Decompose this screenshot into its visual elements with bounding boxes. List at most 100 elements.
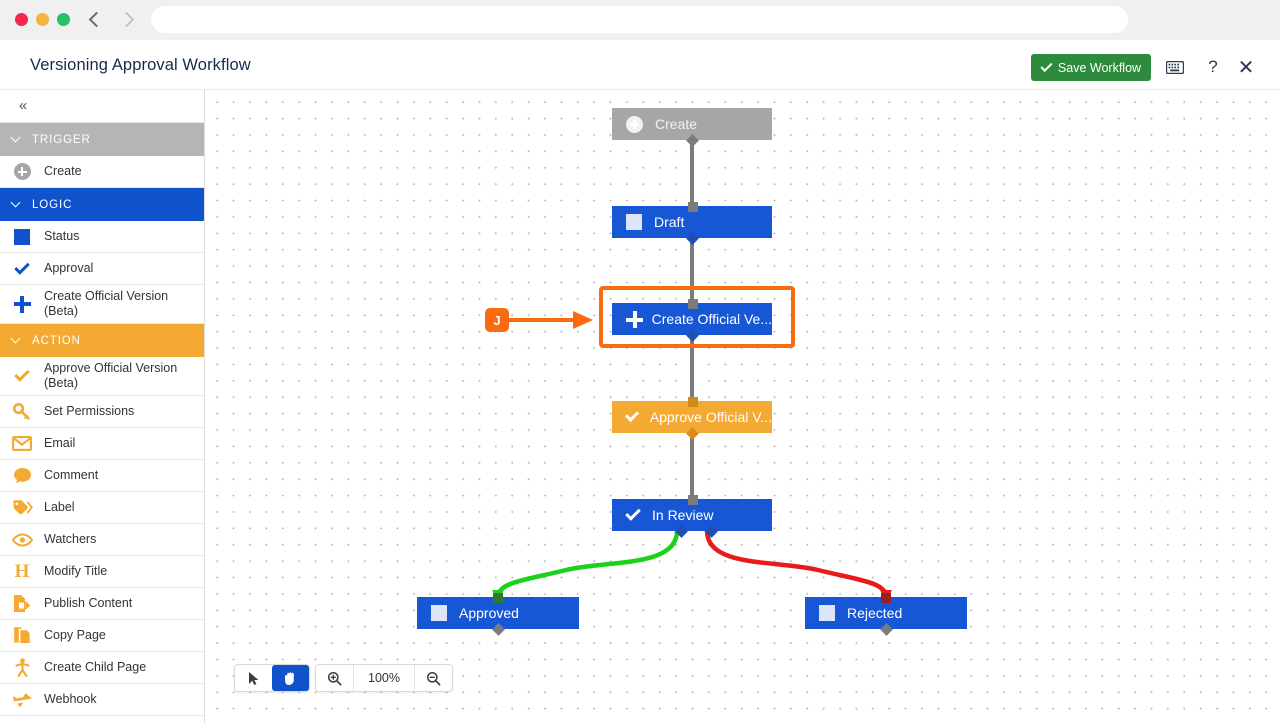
- check-icon: [0, 366, 44, 382]
- back-icon[interactable]: [84, 9, 106, 31]
- node-approve-official-version[interactable]: Approve Official V...: [612, 396, 772, 440]
- window-minimize-button[interactable]: [36, 13, 49, 26]
- close-icon[interactable]: ✕: [1237, 56, 1255, 79]
- chevron-down-icon: [10, 132, 21, 143]
- node-label: Create: [655, 116, 698, 132]
- check-icon: [1040, 59, 1053, 73]
- workflow-canvas[interactable]: Create Draft Create Official Ve... Appro…: [206, 90, 1280, 723]
- zoom-level-label[interactable]: 100%: [353, 665, 415, 691]
- browser-chrome: [0, 0, 1280, 40]
- sidebar-item-copy-page[interactable]: Copy Page: [0, 620, 204, 652]
- sidebar-item-label: Email: [44, 436, 76, 450]
- node-create-official-version[interactable]: Create Official Ve...: [612, 298, 772, 342]
- sidebar-section-label: ACTION: [32, 334, 81, 347]
- node-label: In Review: [652, 507, 714, 523]
- sidebar-item-label: Label: [44, 500, 75, 514]
- circle-plus-icon: [0, 163, 44, 180]
- forward-icon[interactable]: [116, 9, 138, 31]
- sidebar-item-modify-title[interactable]: H Modify Title: [0, 556, 204, 588]
- copy-page-icon: [0, 626, 44, 645]
- child-page-icon: [0, 658, 44, 677]
- sidebar-item-label: Set Permissions: [44, 404, 135, 418]
- window-maximize-button[interactable]: [57, 13, 70, 26]
- heading-h-icon: H: [14, 561, 30, 582]
- check-icon: [0, 258, 44, 275]
- window-close-button[interactable]: [15, 13, 28, 26]
- check-icon: [624, 407, 639, 423]
- hotkey-badge-j: J: [485, 308, 509, 332]
- chevron-down-icon: [10, 333, 21, 344]
- zoom-in-icon[interactable]: [316, 665, 353, 691]
- sidebar-section-label: LOGIC: [32, 198, 73, 211]
- node-in-review[interactable]: In Review: [612, 494, 772, 538]
- sidebar-section-action[interactable]: ACTION: [0, 324, 204, 357]
- node-label: Rejected: [847, 605, 903, 621]
- hint-arrow-icon: [509, 311, 593, 329]
- node-label: Approve Official V...: [649, 409, 772, 425]
- zoom-out-icon[interactable]: [415, 665, 452, 691]
- sidebar-item-publish-content[interactable]: Publish Content: [0, 588, 204, 620]
- circle-plus-icon: [626, 115, 643, 133]
- sidebar-header: «: [0, 90, 204, 123]
- key-icon: [0, 402, 44, 421]
- sidebar-item-label[interactable]: Label: [0, 492, 204, 524]
- sidebar-item-label: Create Child Page: [44, 660, 147, 674]
- collapse-sidebar-button[interactable]: «: [18, 96, 28, 114]
- node-port-top[interactable]: [687, 298, 698, 309]
- square-icon: [819, 605, 835, 621]
- node-port-top[interactable]: [881, 592, 891, 603]
- sidebar-item-create-child-page[interactable]: Create Child Page: [0, 652, 204, 684]
- sidebar-item-label: Watchers: [44, 532, 97, 546]
- sidebar-item-label: Approval: [44, 261, 94, 275]
- sidebar-item-email[interactable]: Email: [0, 428, 204, 460]
- node-port-top[interactable]: [493, 592, 503, 603]
- sidebar-section-trigger[interactable]: TRIGGER: [0, 123, 204, 156]
- url-bar[interactable]: [151, 6, 1128, 33]
- sidebar-item-label: Modify Title: [44, 564, 108, 578]
- node-rejected[interactable]: Rejected: [805, 592, 967, 636]
- square-icon: [431, 605, 447, 621]
- hand-icon[interactable]: [272, 665, 309, 691]
- sidebar-item-comment[interactable]: Comment: [0, 460, 204, 492]
- node-create[interactable]: Create: [612, 108, 772, 147]
- node-label: Approved: [459, 605, 519, 621]
- sidebar-item-webhook[interactable]: Webhook: [0, 684, 204, 716]
- node-approved[interactable]: Approved: [417, 592, 579, 636]
- plus-icon: [0, 295, 44, 313]
- edge-inreview-rejected: [704, 530, 889, 598]
- envelope-icon: [0, 436, 44, 451]
- save-workflow-label: Save Workflow: [1057, 60, 1142, 75]
- sidebar-item-approval[interactable]: Approval: [0, 253, 204, 285]
- page-title: Versioning Approval Workflow: [30, 56, 251, 74]
- sidebar-item-approve-official-version[interactable]: Approve Official Version (Beta): [0, 357, 204, 396]
- sidebar-item-label: Comment: [44, 468, 99, 482]
- plus-icon: [626, 311, 643, 328]
- chevron-down-icon: [10, 197, 21, 208]
- sidebar-item-create-official-version[interactable]: Create Official Version (Beta): [0, 285, 204, 324]
- browser-nav-buttons: [84, 9, 138, 31]
- sidebar-item-label: Publish Content: [44, 596, 133, 610]
- sidebar-item-status[interactable]: Status: [0, 221, 204, 253]
- question-mark-icon[interactable]: ?: [1208, 57, 1218, 76]
- node-port-top[interactable]: [687, 396, 698, 407]
- sidebar-item-set-permissions[interactable]: Set Permissions: [0, 396, 204, 428]
- sidebar-item-label: Status: [44, 229, 80, 243]
- square-icon: [626, 214, 642, 230]
- sidebar-section-logic[interactable]: LOGIC: [0, 188, 204, 221]
- check-icon: [625, 505, 641, 521]
- keyboard-icon[interactable]: [1162, 54, 1188, 80]
- eye-icon: [0, 532, 44, 547]
- sidebar-item-create[interactable]: Create: [0, 156, 204, 188]
- sidebar-item-label: Create: [44, 164, 82, 178]
- node-label: Create Official Ve...: [651, 311, 772, 327]
- sidebar-item-watchers[interactable]: Watchers: [0, 524, 204, 556]
- square-icon: [0, 228, 44, 245]
- node-draft[interactable]: Draft: [612, 201, 772, 245]
- node-label: Draft: [654, 214, 685, 230]
- save-workflow-button[interactable]: Save Workflow: [1031, 54, 1151, 81]
- airplane-icon: [0, 692, 44, 708]
- node-port-top[interactable]: [687, 201, 698, 212]
- cursor-arrow-icon[interactable]: [235, 665, 272, 691]
- tag-icon: [0, 499, 44, 516]
- node-port-top[interactable]: [687, 494, 698, 505]
